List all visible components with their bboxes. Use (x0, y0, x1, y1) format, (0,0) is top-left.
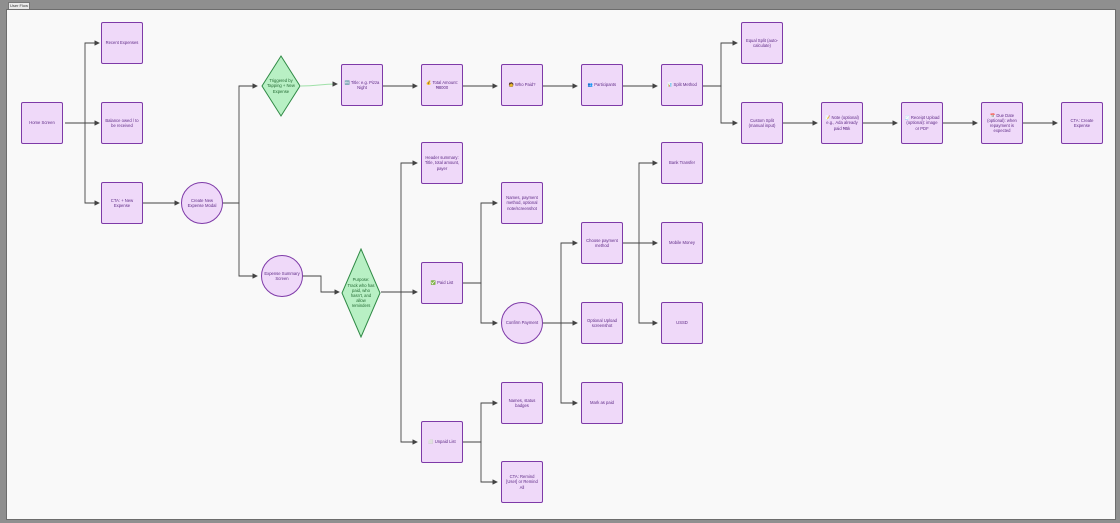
node-balance[interactable]: Balance owed / to be received (101, 102, 143, 144)
node-note[interactable]: 📝 Note (optional) e.g., Ada already paid… (821, 102, 863, 144)
node-mark-paid[interactable]: Mark as paid (581, 382, 623, 424)
node-create-modal[interactable]: Create New Expense Modal (181, 182, 223, 224)
edge-home-recent (65, 40, 100, 124)
node-who-paid[interactable]: 🧑 Who Paid? (501, 64, 543, 106)
node-receipt-upload[interactable]: 🧾 Receipt Upload (optional): image or PD… (901, 102, 943, 144)
triggered-label: Triggered by Tapping + New Expense (267, 78, 295, 94)
edge-unpaid-remind (463, 441, 498, 485)
node-header-summary[interactable]: Header summary: Title, total amount, pay… (421, 142, 463, 184)
node-names-payment[interactable]: Names, payment method, optional note/scr… (501, 182, 543, 224)
edge-choose-bank (623, 160, 658, 244)
node-equal-split[interactable]: Equal Split (auto-calculate) (741, 22, 783, 64)
edge-triggered-title (300, 81, 338, 87)
node-recent-expenses[interactable]: Recent Expenses (101, 22, 143, 64)
node-title[interactable]: 🔤 Title: e.g. Pizza Night (341, 64, 383, 106)
edges-layer (65, 40, 1058, 485)
node-choose-method[interactable]: Choose payment method (581, 222, 623, 264)
edge-paid-confirm (463, 282, 498, 326)
edge-split-equal (703, 40, 738, 87)
edge-choose-ussd (623, 242, 658, 326)
node-participants[interactable]: 👥 Participants (581, 64, 623, 106)
node-split-method[interactable]: 📊 Split Method (661, 64, 703, 106)
node-triggered-decision[interactable]: Triggered by Tapping + New Expense (261, 55, 301, 117)
node-summary-screen[interactable]: Expense Summary Screen (261, 255, 303, 297)
node-confirm-payment[interactable]: Confirm Payment (501, 302, 543, 344)
purpose-label: Purpose: Track who has paid, who hasn't,… (347, 277, 375, 309)
node-custom-split[interactable]: Custom Split (manual input) (741, 102, 783, 144)
node-cta-remind[interactable]: CTA: Remind [User] or Remind All (501, 461, 543, 503)
node-unpaid-list[interactable]: ⬜ Unpaid List (421, 421, 463, 463)
node-optional-upload[interactable]: Optional Upload screenshot (581, 302, 623, 344)
edge-confirm-choose (543, 240, 578, 324)
node-ussd[interactable]: USSD (661, 302, 703, 344)
edge-paid-names (463, 200, 498, 284)
edge-modal-summary (223, 202, 258, 279)
node-mobile-money[interactable]: Mobile Money (661, 222, 703, 264)
edge-split-custom (703, 85, 738, 126)
node-cta-new-expense[interactable]: CTA: + New Expense (101, 182, 143, 224)
edge-home-cta (65, 122, 100, 206)
edge-unpaid-status (463, 400, 498, 443)
flow-canvas: Home Screen Recent Expenses Balance owed… (6, 9, 1116, 520)
node-total-amount[interactable]: 💰 Total Amount: ₦8000 (421, 64, 463, 106)
node-home-screen[interactable]: Home Screen (21, 102, 63, 144)
node-paid-list[interactable]: ✅ Paid List (421, 262, 463, 304)
node-purpose-decision[interactable]: Purpose: Track who has paid, who hasn't,… (341, 248, 381, 338)
edge-summary-purpose (303, 275, 340, 295)
node-due-date[interactable]: 📅 Due Date (optional): when repayment is… (981, 102, 1023, 144)
edge-purpose-header (381, 160, 418, 293)
edge-confirm-mark (543, 322, 578, 406)
edge-purpose-unpaid (381, 291, 418, 445)
node-bank-transfer[interactable]: Bank Transfer (661, 142, 703, 184)
node-names-status[interactable]: Names, status badges (501, 382, 543, 424)
node-cta-create-expense[interactable]: CTA: Create Expense (1061, 102, 1103, 144)
edge-modal-triggered (223, 83, 258, 204)
